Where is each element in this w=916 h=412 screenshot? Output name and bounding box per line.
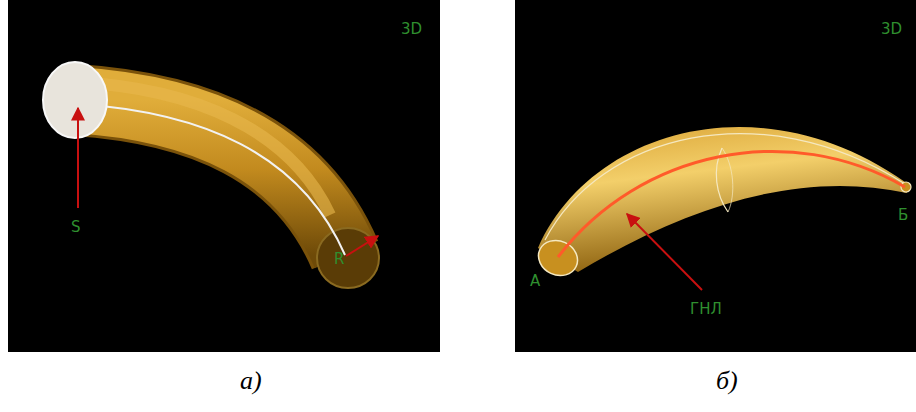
caption: б) xyxy=(716,366,738,396)
panel-background xyxy=(8,0,440,352)
view-mode-label: 3D xyxy=(401,20,422,38)
axis-line xyxy=(558,151,905,257)
radius-arrow xyxy=(346,236,378,256)
center-line xyxy=(78,104,345,255)
point-label: Б xyxy=(898,206,908,224)
panel-background xyxy=(515,0,916,352)
cross-section-S xyxy=(43,62,107,138)
axis-label: ГНЛ xyxy=(690,300,722,318)
horn-tube xyxy=(538,127,907,272)
leader-arrow xyxy=(77,108,79,208)
section-ring xyxy=(722,148,733,212)
outline-line xyxy=(545,134,905,240)
point-label: A xyxy=(530,272,540,290)
view-mode-label: 3D xyxy=(881,20,902,38)
end-section xyxy=(317,228,379,288)
radius-label: R xyxy=(334,250,344,268)
section-label: S xyxy=(71,218,81,236)
leader-arrow xyxy=(627,214,702,290)
tube-highlight xyxy=(75,82,330,215)
caption: а) xyxy=(240,366,262,396)
end-section-A xyxy=(533,234,584,282)
